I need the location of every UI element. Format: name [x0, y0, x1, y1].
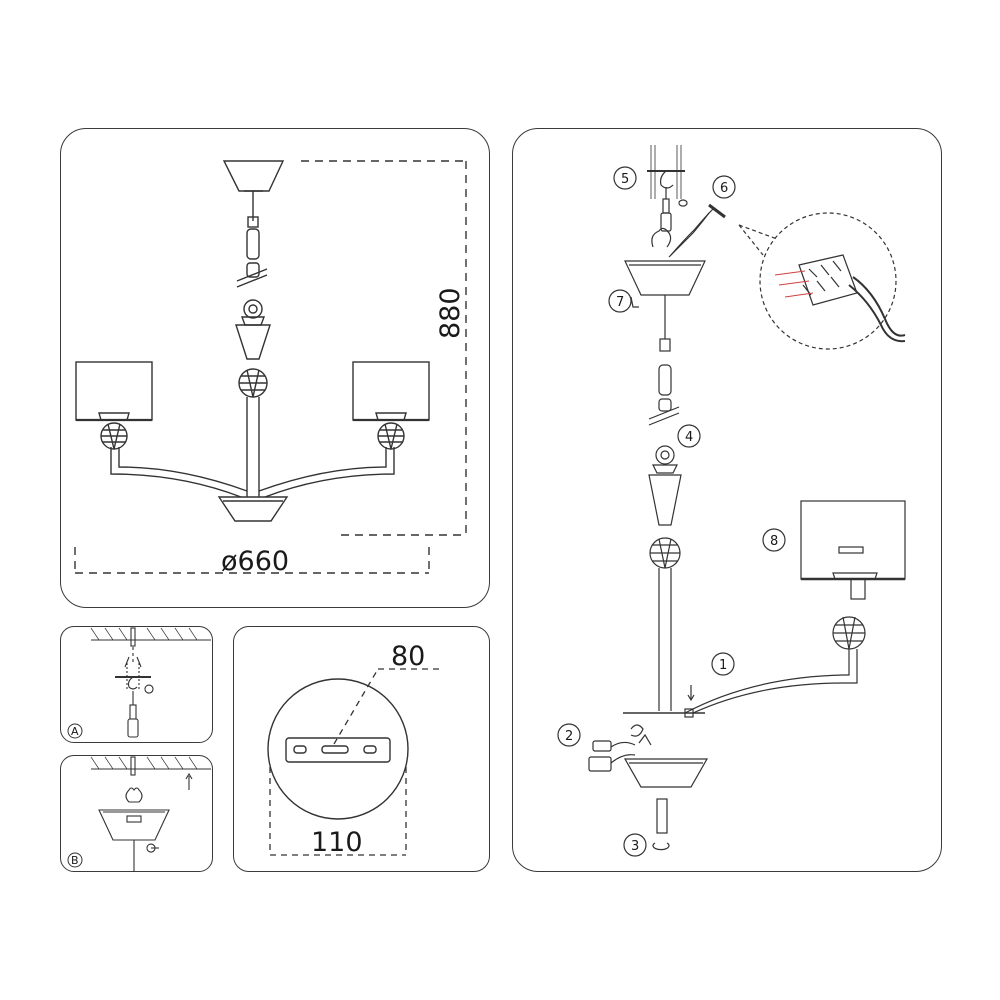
callout-4: 4	[685, 430, 693, 445]
callout-1: 1	[719, 658, 727, 673]
hook-ring	[655, 445, 675, 465]
canopy	[624, 260, 706, 296]
callout-6: 6	[720, 181, 728, 196]
assembly-panel: 5 6 7 4 8 1 2 3	[512, 128, 942, 872]
assembly-drawing: 5 6 7 4 8 1 2 3	[557, 145, 906, 857]
hook	[127, 676, 138, 690]
step-a-drawing: A	[67, 627, 211, 739]
overview-drawing: 880 ø660	[74, 160, 467, 577]
screwdriver-icon	[662, 198, 670, 214]
right-arm	[264, 447, 395, 498]
left-arm	[110, 447, 242, 498]
plate-slot	[321, 745, 349, 754]
chain-link	[246, 228, 260, 260]
plate-hole-left	[293, 745, 307, 754]
canopy-disc	[267, 678, 409, 820]
callout-8: 8	[770, 534, 778, 549]
chain-link	[658, 364, 672, 396]
arm	[684, 649, 850, 714]
canopy-bracket	[651, 227, 672, 248]
step-b-marker	[67, 852, 83, 868]
left-shade	[75, 361, 153, 421]
canopy	[222, 160, 285, 192]
mounting-plate	[285, 737, 391, 763]
height-label: 880	[435, 287, 466, 339]
callout-7-circle	[608, 289, 632, 313]
finial	[656, 798, 668, 834]
terminal-block	[708, 203, 726, 219]
callout-2: 2	[565, 729, 573, 744]
plate-hole-right	[363, 745, 377, 754]
base-bowl	[217, 496, 289, 522]
mount-plate-panel: 80 110	[233, 626, 490, 872]
base-bowl	[623, 758, 709, 788]
step-b-panel: B	[60, 755, 213, 872]
callout-5: 5	[621, 172, 629, 187]
callout-3-circle	[623, 833, 647, 857]
hook-ring	[243, 299, 263, 319]
overview-panel: 880 ø660	[60, 128, 490, 608]
callout-6-circle	[712, 175, 736, 199]
step-a-label: A	[71, 725, 79, 738]
upper-stem	[648, 474, 682, 526]
wire-red-lines	[774, 270, 814, 298]
callout-4-circle	[677, 424, 701, 448]
callout-1-circle	[711, 652, 735, 676]
step-b-label: B	[71, 854, 79, 867]
callout-3: 3	[631, 839, 639, 854]
callout-2-circle	[557, 723, 581, 747]
slot-leader-line	[333, 668, 379, 745]
ceiling-hook	[659, 170, 674, 189]
diameter-label: ø660	[221, 546, 289, 577]
step-a-marker	[67, 723, 83, 739]
lampholder-lower	[588, 756, 612, 772]
mount-plate-drawing: 80 110	[267, 641, 439, 858]
wiring-terminal-detail	[798, 254, 858, 306]
width-label: 110	[311, 827, 363, 858]
right-shade	[352, 361, 430, 421]
lampholder-upper	[592, 740, 612, 752]
step-a-panel: A	[60, 626, 213, 743]
slot-label: 80	[391, 641, 425, 672]
bracket	[125, 787, 143, 803]
shade-holder	[838, 546, 864, 554]
wiring-detail-magnifier	[759, 212, 897, 350]
canopy	[98, 809, 170, 841]
callout-5-circle	[613, 166, 637, 190]
callout-7: 7	[616, 295, 624, 310]
step-b-drawing: B	[67, 756, 211, 872]
lamp-shade	[800, 500, 906, 580]
callout-8-circle	[762, 528, 786, 552]
screwdriver-icon	[129, 704, 137, 720]
